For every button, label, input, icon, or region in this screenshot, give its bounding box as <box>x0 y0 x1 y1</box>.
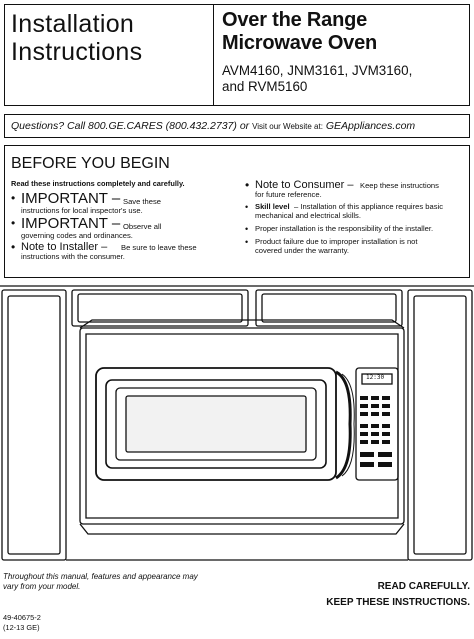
doc-number: 49-40675-2 <box>3 613 41 622</box>
item-title: IMPORTANT – <box>21 190 121 207</box>
title-line2: Instructions <box>11 38 143 66</box>
left-list: • IMPORTANT – Save these instructions fo… <box>11 191 236 265</box>
disclaimer-line1: Throughout this manual, features and app… <box>3 572 198 581</box>
doc-date: (12-13 GE) <box>3 623 40 632</box>
before-you-begin-box: BEFORE YOU BEGIN Read these instructions… <box>4 145 470 278</box>
list-item: • Proper installation is the responsibil… <box>245 223 467 236</box>
item-text: Be sure to leave these <box>121 243 197 252</box>
product-box: Over the Range Microwave Oven AVM4160, J… <box>213 4 470 106</box>
list-item: • Skill level – Installation of this app… <box>245 201 467 223</box>
item-title: Note to Installer – <box>21 241 108 253</box>
list-item: • Note to Consumer – Keep these instruct… <box>245 179 467 201</box>
bullet-icon: • <box>245 237 249 247</box>
before-heading: BEFORE YOU BEGIN <box>11 155 170 172</box>
list-item: • IMPORTANT – Observe all governing code… <box>11 216 236 241</box>
questions-or: or <box>239 120 250 132</box>
bullet-icon: • <box>11 191 16 205</box>
item-text: Keep these instructions <box>360 181 439 190</box>
title-box: Installation Instructions <box>4 4 214 106</box>
item-title: Skill level <box>255 202 290 211</box>
item-title: Note to Consumer – <box>255 179 354 191</box>
item-text: Observe all <box>123 222 162 231</box>
item-text: Proper installation is the responsibilit… <box>255 224 434 233</box>
product-line1: Over the Range <box>222 9 368 31</box>
models-line1: AVM4160, JNM3161, JVM3160, <box>222 63 413 78</box>
item-text-2: mechanical and electrical skills. <box>255 211 361 220</box>
item-text-2: for future reference. <box>255 190 322 199</box>
item-text: Product failure due to improper installa… <box>255 237 418 246</box>
bullet-icon: • <box>245 178 250 192</box>
before-intro: Read these instructions completely and c… <box>11 179 185 188</box>
item-text-2: governing codes and ordinances. <box>21 231 133 240</box>
item-text-2: instructions for local inspector's use. <box>21 206 143 215</box>
list-item: • Note to Installer – Be sure to leave t… <box>11 241 236 265</box>
right-list: • Note to Consumer – Keep these instruct… <box>245 179 467 258</box>
item-text-2: covered under the warranty. <box>255 246 349 255</box>
questions-visit: Visit our Website at: <box>252 122 323 131</box>
list-item: • IMPORTANT – Save these instructions fo… <box>11 191 236 216</box>
models-line2: and RVM5160 <box>222 79 308 94</box>
microwave-display: 12:30 <box>366 374 385 381</box>
keep-instructions: KEEP THESE INSTRUCTIONS. <box>326 597 470 608</box>
bullet-icon: • <box>11 240 16 254</box>
microwave-illustration <box>0 284 474 570</box>
read-carefully: READ CAREFULLY. <box>377 581 470 592</box>
bullet-icon: • <box>245 224 249 234</box>
item-text: Save these <box>123 197 161 206</box>
list-item: • Product failure due to improper instal… <box>245 236 467 258</box>
questions-bar: Questions? Call 800.GE.CARES (800.432.27… <box>4 114 470 138</box>
item-title: IMPORTANT – <box>21 215 121 232</box>
title-line1: Installation <box>11 10 135 38</box>
item-text-2: instructions with the consumer. <box>21 252 125 261</box>
disclaimer-line2: vary from your model. <box>3 582 81 591</box>
questions-phone: Questions? Call 800.GE.CARES (800.432.27… <box>11 120 237 132</box>
bullet-icon: • <box>245 202 249 212</box>
website-link[interactable]: GEAppliances.com <box>325 120 416 132</box>
product-line2: Microwave Oven <box>222 32 378 54</box>
item-text: – Installation of this appliance require… <box>294 202 444 211</box>
bullet-icon: • <box>11 216 16 230</box>
